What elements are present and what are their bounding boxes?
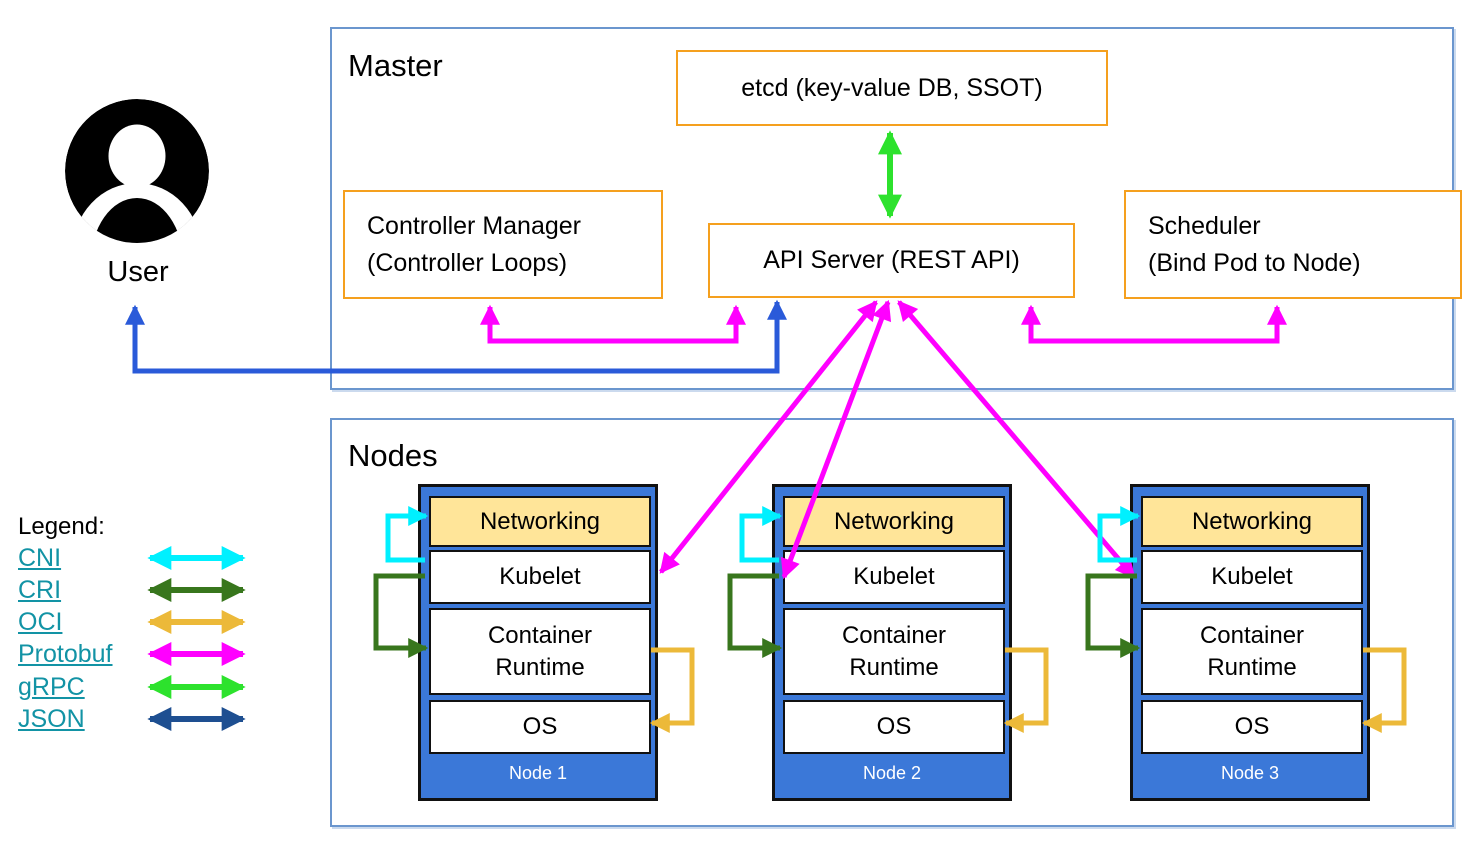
node-3-kubelet-box: Kubelet	[1141, 550, 1363, 604]
node-2-kubelet-box: Kubelet	[783, 550, 1005, 604]
node-1-networking-box: Networking	[429, 496, 651, 547]
node-1: Networking Kubelet Container Runtime OS …	[418, 484, 658, 801]
node-1-title: Node 1	[508, 763, 568, 783]
legend-title: Legend:	[18, 513, 105, 540]
controller-manager-line2: (Controller Loops)	[367, 248, 568, 277]
node-3: Networking Kubelet Container Runtime OS …	[1130, 484, 1370, 801]
node-3-title: Node 3	[1220, 763, 1280, 783]
node-3-networking-box: Networking	[1141, 496, 1363, 547]
networking-label: Networking	[479, 507, 601, 535]
api-server-box: API Server (REST API)	[708, 223, 1075, 298]
node-2-title: Node 2	[862, 763, 922, 783]
master-title: Master	[348, 48, 443, 83]
node-3-runtime-box: Container Runtime	[1141, 608, 1363, 695]
kubelet-label: Kubelet	[853, 563, 935, 590]
controller-manager-line1: Controller Manager	[367, 212, 581, 241]
runtime-label: Container Runtime	[487, 622, 593, 681]
kubelet-label: Kubelet	[1211, 563, 1293, 590]
user-label: User	[107, 256, 169, 288]
os-label: OS	[1234, 713, 1270, 740]
node-2-networking-box: Networking	[783, 496, 1005, 547]
etcd-box: etcd (key-value DB, SSOT)	[676, 50, 1108, 126]
networking-label: Networking	[1191, 507, 1313, 535]
node-1-os-box: OS	[429, 700, 651, 754]
node-1-kubelet-box: Kubelet	[429, 550, 651, 604]
scheduler-box: Scheduler (Bind Pod to Node)	[1124, 190, 1462, 299]
legend-link-cni[interactable]: CNI	[18, 544, 62, 572]
networking-label: Networking	[833, 507, 955, 535]
etcd-label: etcd (key-value DB, SSOT)	[741, 73, 1043, 102]
os-label: OS	[876, 713, 912, 740]
node-1-runtime-box: Container Runtime	[429, 608, 651, 695]
node-2: Networking Kubelet Container Runtime OS …	[772, 484, 1012, 801]
node-2-runtime-box: Container Runtime	[783, 608, 1005, 695]
scheduler-line2: (Bind Pod to Node)	[1148, 248, 1361, 277]
runtime-label: Container Runtime	[841, 622, 947, 681]
node-2-os-box: OS	[783, 700, 1005, 754]
legend-link-json[interactable]: JSON	[18, 705, 85, 733]
user-icon	[65, 99, 209, 243]
controller-manager-box: Controller Manager (Controller Loops)	[343, 190, 663, 299]
legend-link-cri[interactable]: CRI	[18, 576, 62, 604]
kubelet-label: Kubelet	[499, 563, 581, 590]
api-server-label: API Server (REST API)	[763, 246, 1020, 275]
legend-link-protobuf[interactable]: Protobuf	[18, 640, 113, 668]
legend-link-oci[interactable]: OCI	[18, 608, 63, 636]
os-label: OS	[522, 713, 558, 740]
runtime-label: Container Runtime	[1199, 622, 1305, 681]
nodes-title: Nodes	[348, 438, 438, 473]
scheduler-line1: Scheduler	[1148, 212, 1261, 241]
node-3-os-box: OS	[1141, 700, 1363, 754]
legend-link-grpc[interactable]: gRPC	[18, 673, 85, 701]
